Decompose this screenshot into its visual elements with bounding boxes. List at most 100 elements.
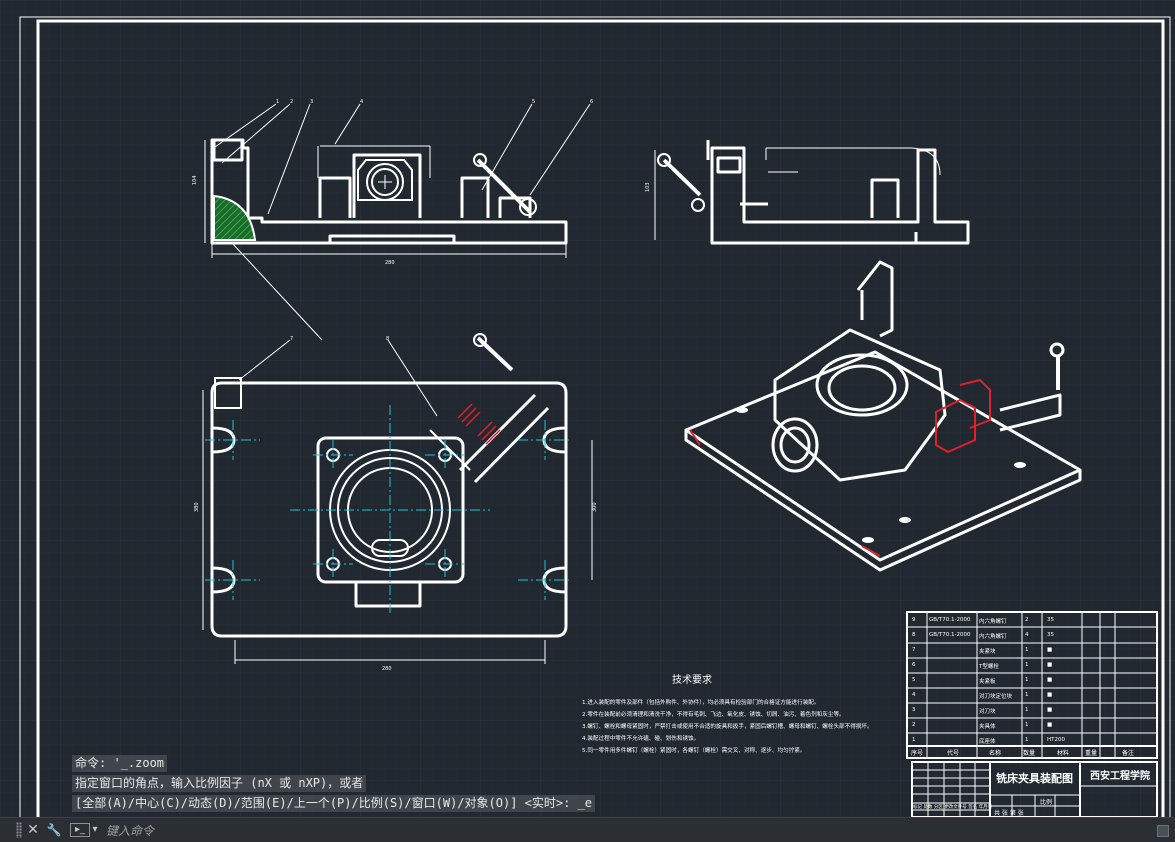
command-history-line-1: 命令: '_.zoom [72, 755, 168, 772]
bom-header-row: 序号 代号 名称 数量 材料 重量 备注 [907, 746, 1157, 758]
balloon-5: 5 [532, 99, 535, 105]
bom-header-code: 代号 [947, 750, 960, 757]
rev-label-count: 处数 [923, 805, 933, 810]
bom-row: 4 对刀块定位块 1 ■ [907, 692, 1157, 707]
bom-cell-qty: 4 [1025, 632, 1029, 638]
balloon-7: 7 [290, 336, 293, 342]
rev-label-mark: 标记 [913, 805, 922, 810]
front-width-dim: 280 [385, 260, 395, 266]
command-history-line-2: 指定窗口的角点，输入比例因子 (nX 或 nXP)，或者 [72, 775, 367, 792]
bom-table [906, 611, 1158, 759]
command-bar: ✕ 🔧 ▸_ ▾ [0, 817, 1175, 842]
bom-cell-no: 4 [912, 692, 916, 698]
balloon-8: 8 [386, 336, 389, 342]
bom-cell-qty: 1 [1025, 662, 1029, 668]
close-icon[interactable]: ✕ [27, 822, 39, 838]
bom-row: 9 GB/T70.1-2000 内六角螺钉 2 35 [907, 617, 1157, 632]
bom-cell-mat: 35 [1047, 617, 1054, 623]
command-history-line-3: [全部(A)/中心(C)/动态(D)/范围(E)/上一个(P)/比例(S)/窗口… [72, 795, 595, 812]
top-height-left-dim: 380 [194, 502, 200, 512]
front-height-dim: 104 [192, 175, 198, 185]
side-height-dim: 103 [645, 182, 651, 192]
bom-header-notes: 备注 [1122, 750, 1135, 757]
bom-cell-qty: 1 [1025, 722, 1029, 728]
bom-cell-no: 9 [912, 617, 916, 623]
bom-cell-name: 夹紧块 [979, 649, 996, 655]
rev-label-zone: 分区 [933, 805, 943, 810]
bom-cell-name: T型螺栓 [979, 664, 999, 670]
tech-note-4: 4.装配过程中零件不允许磕、碰、划伤和锈蚀。 [582, 734, 699, 742]
tech-note-1: 1.进入装配的零件及部件（包括外购件、外协件），均必须具有检验部门的合格证方能进… [582, 698, 819, 706]
bom-cell-name: 夹具体 [979, 724, 996, 730]
tech-note-3: 3.螺钉、螺栓和螺母紧固时，严禁打击或使用不合适的旋具和扳手，紧固后螺钉槽、螺母… [582, 722, 873, 730]
sheet-label: 共 张 第 张 [994, 810, 1024, 817]
bom-cell-no: 5 [912, 677, 916, 683]
rev-label-date: 年月日 [978, 805, 993, 810]
bom-cell-qty: 2 [1025, 617, 1029, 623]
bom-cell-qty: 1 [1025, 647, 1029, 653]
top-view-centerlines [205, 405, 572, 615]
top-height-right-dim: 300 [592, 502, 598, 512]
bom-cell-name: 夹紧板 [979, 679, 996, 685]
side-view[interactable] [710, 146, 970, 245]
balloon-4: 4 [360, 99, 363, 105]
command-history: 命令: '_.zoom 指定窗口的角点，输入比例因子 (nX 或 nXP)，或者… [72, 755, 595, 815]
tech-requirements-title: 技术要求 [672, 673, 712, 686]
bom-row: 5 夹紧板 1 ■ [907, 677, 1157, 692]
bom-cell-qty: 1 [1025, 737, 1029, 743]
wrench-icon[interactable]: 🔧 [46, 823, 62, 837]
tech-note-2: 2.零件在装配前必须清理和清洗干净，不得有毛刺、飞边、氧化皮、锈蚀、切屑、油污、… [582, 710, 845, 718]
bom-cell-mat: ■ [1047, 647, 1053, 653]
bom-cell-no: 8 [912, 632, 916, 638]
bom-cell-no: 6 [912, 662, 916, 668]
isometric-view[interactable] [684, 260, 1082, 572]
bom-cell-mat: ■ [1047, 692, 1053, 698]
bom-cell-name: 内六角螺钉 [979, 619, 1007, 625]
bom-header-name: 名称 [989, 750, 1002, 757]
bom-cell-no: 3 [912, 707, 916, 713]
chevron-down-icon[interactable]: ▾ [92, 824, 98, 835]
bom-header-qty: 数量 [1023, 750, 1036, 757]
balloon-1: 1 [276, 99, 279, 105]
bom-cell-code: GB/T70.1-2000 [929, 617, 971, 623]
bom-cell-mat: ■ [1047, 677, 1053, 683]
command-input[interactable] [104, 821, 1148, 841]
bom-cell-no: 7 [912, 647, 916, 653]
tech-note-5: 5.同一零件用多件螺钉（螺栓）紧固时，各螺钉（螺栓）需交叉、对称、逐步、均匀拧紧… [582, 746, 806, 754]
bom-row: 6 T型螺栓 1 ■ [907, 662, 1157, 677]
bom-cell-name: 对刀块定位块 [979, 694, 1013, 700]
bom-header-no: 序号 [911, 750, 924, 757]
rev-label-docno: 更改文件号 [944, 805, 967, 810]
bom-header-weight: 重量 [1085, 750, 1098, 757]
balloon-6: 6 [590, 99, 593, 105]
grip-handle-icon[interactable] [16, 822, 22, 838]
bom-cell-mat: ■ [1047, 662, 1053, 668]
resize-corner-icon[interactable] [1157, 825, 1169, 837]
revision-labels: 标记 处数 分区 更改文件号 签名 年月日 [913, 804, 993, 810]
top-view-red-parts [457, 403, 501, 445]
bom-cell-no: 2 [912, 722, 916, 728]
front-hatch-section [213, 194, 257, 241]
bom-row: 7 夹紧块 1 ■ [907, 647, 1157, 662]
bom-cell-code: GB/T70.1-2000 [929, 632, 971, 638]
bom-cell-qty: 1 [1025, 692, 1029, 698]
balloon-3: 3 [310, 99, 313, 105]
bom-cell-qty: 1 [1025, 707, 1029, 713]
scale-label: 比例 [1040, 799, 1053, 806]
bom-header-material: 材料 [1057, 750, 1070, 757]
bom-row: 8 GB/T70.1-2000 内六角螺钉 4 35 [907, 632, 1157, 647]
company-name: 西安工程学院 [1090, 771, 1150, 782]
bom-cell-name: 内六角螺钉 [979, 634, 1007, 640]
drawing-name: 铣床夹具装配图 [996, 772, 1073, 785]
bom-cell-mat: ■ [1047, 707, 1053, 713]
bom-cell-mat: 35 [1047, 632, 1054, 638]
command-prompt-icon[interactable]: ▸_ [70, 823, 90, 837]
bom-cell-mat: HT200 [1047, 737, 1065, 743]
bom-cell-qty: 1 [1025, 677, 1029, 683]
rev-label-sign: 签名 [968, 805, 978, 810]
